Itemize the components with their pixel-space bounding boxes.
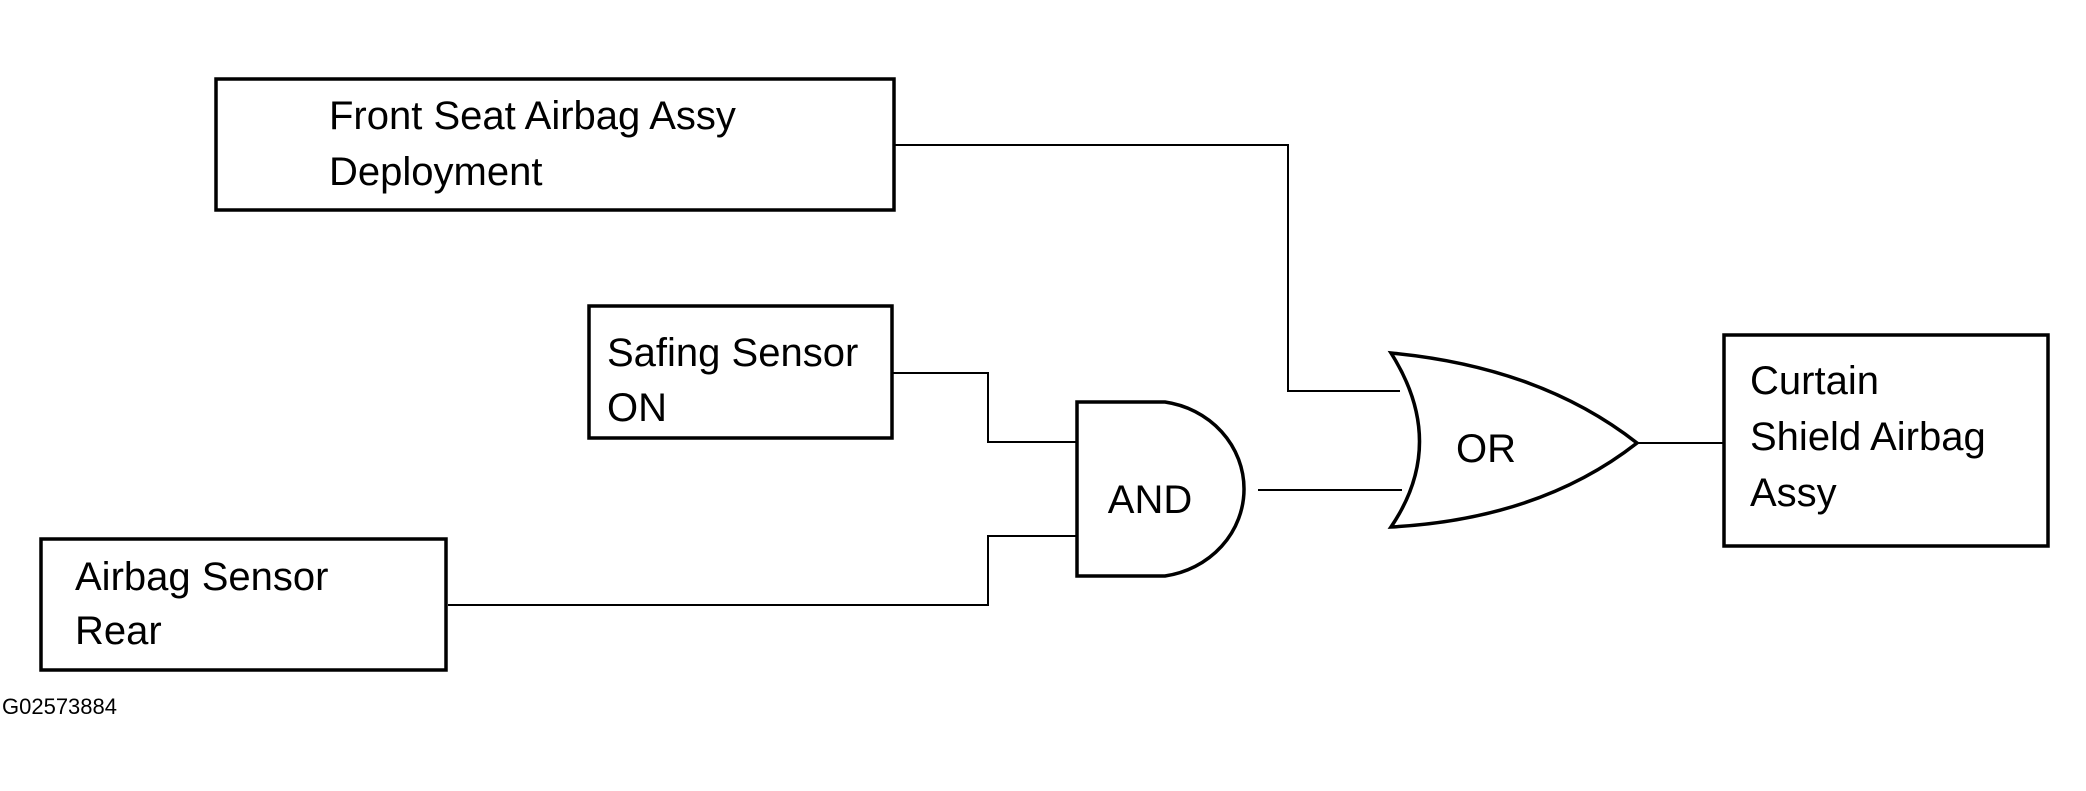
curtain-shield-airbag-box: Curtain Shield Airbag Assy [1722, 333, 2050, 548]
wire-airbag-rear-to-and [448, 535, 1077, 606]
wire-front-seat-to-or [895, 144, 1400, 392]
front-seat-airbag-label-line1: Front Seat Airbag Assy [329, 94, 736, 138]
or-gate-label: OR [1456, 427, 1516, 471]
curtain-shield-label-line2: Shield Airbag [1750, 415, 1986, 459]
curtain-shield-label-line3: Assy [1750, 471, 1837, 515]
front-seat-airbag-box: Front Seat Airbag Assy Deployment [214, 77, 896, 212]
safing-sensor-label-line1: Safing Sensor [607, 331, 858, 375]
airbag-sensor-rear-label-line1: Airbag Sensor [75, 555, 328, 599]
wire-safing-to-and [893, 372, 1077, 443]
airbag-sensor-rear-box: Airbag Sensor Rear [39, 537, 448, 672]
curtain-shield-label-line1: Curtain [1750, 359, 1879, 403]
safing-sensor-box: Safing Sensor ON [587, 304, 894, 440]
wires [448, 144, 1723, 606]
front-seat-airbag-label-line2: Deployment [329, 150, 542, 194]
and-gate-label: AND [1108, 478, 1192, 522]
and-gate: AND [1075, 400, 1246, 578]
figure-id: G02573884 [2, 694, 117, 719]
or-gate: OR [1387, 350, 1640, 529]
safing-sensor-label-line2: ON [607, 386, 667, 430]
airbag-sensor-rear-label-line2: Rear [75, 609, 162, 653]
